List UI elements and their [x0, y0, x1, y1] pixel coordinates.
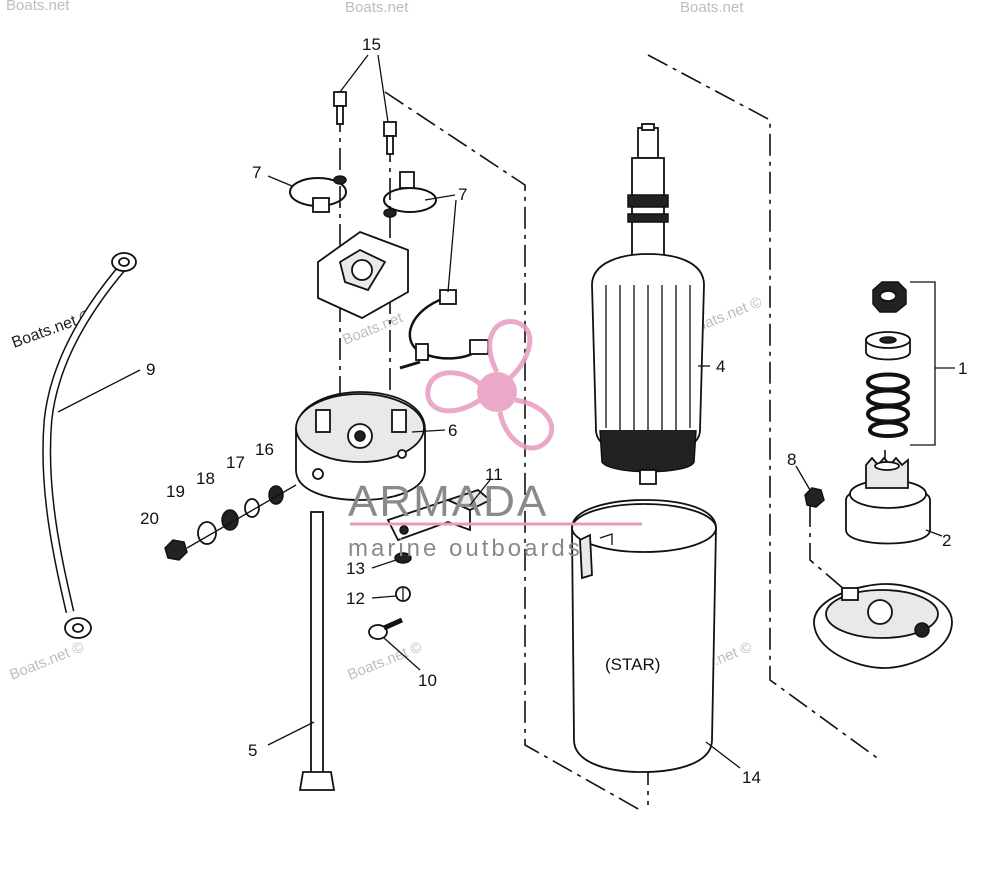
brand-tagline: marine outboards	[348, 535, 583, 562]
callout-1: 1	[958, 359, 967, 378]
callout-7-right: 7	[458, 185, 467, 204]
nut-part-8	[804, 487, 825, 508]
brand-name: ARMADA	[348, 477, 548, 526]
callout-10: 10	[418, 671, 437, 690]
callout-numbers: 15 7 7 9 4 1 6 8 11 16 17 18 19 20 2 13 …	[140, 35, 967, 787]
watermark-corner: Boats.net	[6, 0, 70, 14]
brand-logo: ARMADA marine outboards	[348, 319, 642, 562]
callout-6: 6	[448, 421, 457, 440]
brushes-part-7	[289, 171, 437, 218]
callout-17: 17	[226, 453, 245, 472]
screw-part-12	[395, 586, 411, 602]
callout-14: 14	[742, 768, 761, 787]
nut-20	[164, 539, 188, 561]
brush-lead	[399, 289, 489, 370]
callout-7-left: 7	[252, 163, 261, 182]
watermark-bottom-mid: Boats.net ©	[345, 638, 424, 683]
callout-12: 12	[346, 589, 365, 608]
lockwasher-part-13	[394, 552, 412, 564]
watermark-top-right: Boats.net	[680, 0, 744, 16]
armature-part-4	[591, 123, 705, 485]
callout-2: 2	[942, 531, 951, 550]
stud-hardware	[164, 484, 297, 561]
callout-4: 4	[716, 357, 725, 376]
watermark-top-left: Boats.net	[345, 0, 409, 16]
screw-part-10	[368, 617, 404, 640]
callout-11: 11	[485, 465, 503, 484]
drive-retainer-part-1	[865, 281, 911, 438]
housing-label: (STAR)	[605, 655, 660, 674]
cable-part-9	[42, 252, 137, 639]
housing-part-14: (STAR)	[571, 499, 717, 773]
armature-windings	[605, 285, 691, 435]
watermark-center: Boats.net	[340, 309, 406, 349]
through-bolt-part-5	[298, 511, 336, 791]
drive-end-housing	[813, 583, 953, 669]
callout-20: 20	[140, 509, 159, 528]
brush-holder	[317, 230, 409, 320]
screws-part-15	[333, 91, 397, 155]
callout-16: 16	[255, 440, 274, 459]
callout-18: 18	[196, 469, 215, 488]
callout-15: 15	[362, 35, 381, 54]
callout-8: 8	[787, 450, 796, 469]
callout-13: 13	[346, 559, 365, 578]
callout-19: 19	[166, 482, 185, 501]
callout-5: 5	[248, 741, 257, 760]
watermark-bottom-left: Boats.net ©	[7, 638, 86, 683]
end-cap-part-6	[295, 391, 426, 501]
propeller-icon	[425, 319, 555, 451]
washer-16	[268, 485, 284, 505]
drive-pinion-part-2	[845, 456, 931, 545]
leader-lines	[57, 54, 955, 769]
callout-9: 9	[146, 360, 155, 379]
bracket-part-11	[386, 488, 492, 542]
